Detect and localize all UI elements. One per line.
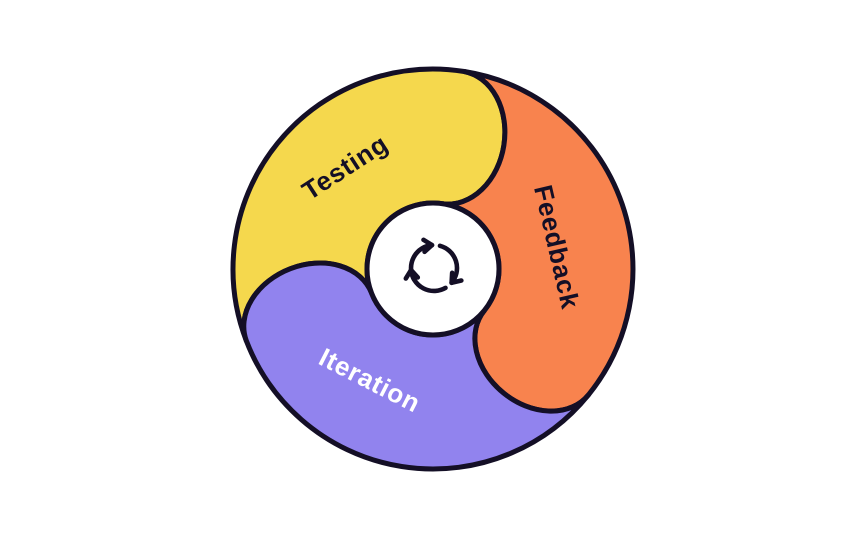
cycle-arrow-bottom <box>403 267 448 294</box>
cycle-arrow-right <box>437 243 464 286</box>
center-hub-circle <box>364 200 502 338</box>
cycle-arrows-icon <box>403 237 464 294</box>
segment-iteration-shape <box>241 260 591 472</box>
